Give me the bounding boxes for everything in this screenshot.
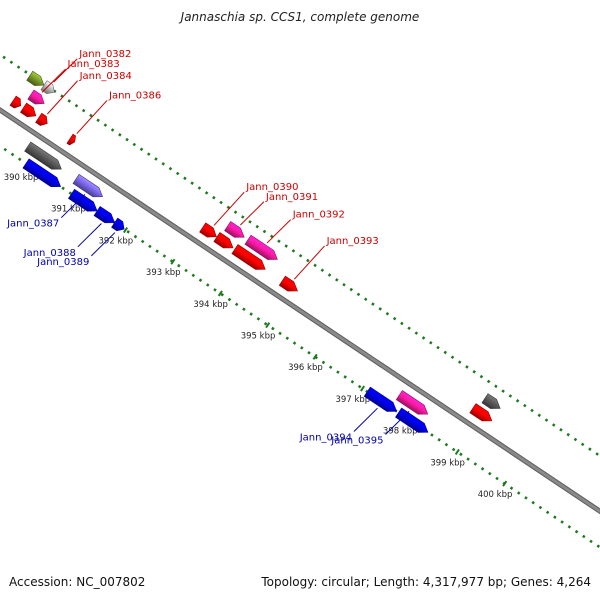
- gene-feature-pink_a[interactable]: [27, 89, 47, 108]
- gene-feature-red_h[interactable]: [469, 403, 495, 426]
- gene-label-Jann_0391[interactable]: Jann_0391: [265, 192, 318, 203]
- scale-tick-395: [265, 322, 271, 329]
- scale-label-400: 400 kbp: [478, 490, 513, 500]
- scale-label-394: 394 kbp: [193, 300, 228, 310]
- leader-line-Jann_0384: [47, 80, 78, 115]
- gene-feature-pink_c[interactable]: [244, 234, 281, 264]
- scale-label-399: 399 kbp: [430, 458, 465, 468]
- scale-tick-393: [170, 258, 176, 265]
- scale-label-391: 391 kbp: [51, 205, 86, 215]
- gene-label-Jann_0392[interactable]: Jann_0392: [292, 210, 345, 221]
- gene-feature-blue_d[interactable]: [111, 217, 128, 233]
- leader-line-Jann_0388: [77, 223, 102, 248]
- gene-feature-red_f[interactable]: [231, 244, 268, 273]
- gene-feature-red_b[interactable]: [35, 112, 51, 128]
- leader-line-Jann_0389: [90, 232, 116, 257]
- gene-label-Jann_0389[interactable]: Jann_0389: [36, 257, 89, 268]
- gene-label-Jann_0382[interactable]: Jann_0382: [78, 49, 131, 60]
- genome-backbone: [0, 108, 600, 514]
- gene-feature-red_g[interactable]: [278, 275, 300, 295]
- gene-feature-red_a[interactable]: [20, 102, 38, 120]
- scale-tick-392: [123, 226, 129, 234]
- gene-feature-red_c[interactable]: [66, 133, 78, 146]
- gene-feature-olive_a[interactable]: [26, 70, 47, 90]
- gene-feature-lav_a[interactable]: [72, 173, 106, 201]
- scale-tick-399: [454, 448, 460, 455]
- scale-label-396: 396 kbp: [288, 363, 323, 373]
- gene-feature-pink_d[interactable]: [395, 390, 431, 419]
- scale-tick-396: [312, 353, 318, 360]
- gene-label-Jann_0394[interactable]: Jann_0394: [299, 432, 352, 443]
- accession-text: Accession: NC_007802: [9, 575, 146, 589]
- leader-line-Jann_0392: [266, 219, 292, 244]
- leader-line-Jann_0386: [76, 100, 108, 135]
- scale-label-395: 395 kbp: [241, 332, 276, 342]
- lower-dotted-guide: [0, 144, 600, 549]
- scale-tick-400: [502, 480, 508, 487]
- leader-line-Jann_0382: [53, 58, 78, 83]
- gene-feature-blue_a[interactable]: [22, 158, 64, 191]
- gene-label-Jann_0384[interactable]: Jann_0384: [79, 71, 132, 82]
- scale-tick-394: [217, 290, 223, 297]
- gene-feature-dgray_b[interactable]: [481, 393, 503, 413]
- leader-line-Jann_0393: [293, 245, 325, 280]
- gene-label-Jann_0388[interactable]: Jann_0388: [23, 248, 76, 259]
- map-title: Jannaschia sp. CCS1, complete genome: [180, 10, 420, 24]
- gene-feature-dgray_a[interactable]: [24, 141, 65, 174]
- gene-label-Jann_0390[interactable]: Jann_0390: [245, 182, 298, 193]
- gene-feature-red_0[interactable]: [9, 95, 24, 110]
- leader-line-Jann_0394: [353, 407, 378, 432]
- gene-feature-blue_f[interactable]: [395, 407, 431, 437]
- gene-label-Jann_0386[interactable]: Jann_0386: [108, 90, 161, 101]
- gene-feature-pink_b[interactable]: [224, 221, 248, 242]
- gene-label-Jann_0383[interactable]: Jann_0383: [67, 59, 120, 70]
- leader-line-Jann_0391: [239, 201, 265, 226]
- genome-summary-text: Topology: circular; Length: 4,317,977 bp…: [261, 575, 591, 589]
- gene-feature-blue_b[interactable]: [68, 188, 100, 215]
- upper-dotted-guide: [0, 53, 600, 458]
- gene-feature-blue_c[interactable]: [93, 206, 118, 227]
- scale-label-393: 393 kbp: [146, 268, 181, 278]
- gene-feature-blue_e[interactable]: [363, 386, 400, 416]
- leader-line-Jann_0383: [41, 68, 66, 93]
- gene-label-Jann_0387[interactable]: Jann_0387: [6, 219, 59, 230]
- scale-label-397: 397 kbp: [336, 395, 371, 405]
- leader-line-Jann_0387: [60, 194, 86, 219]
- gene-feature-red_d[interactable]: [199, 222, 220, 241]
- scale-label-398: 398 kbp: [383, 427, 418, 437]
- scale-tick-397: [360, 385, 366, 392]
- gene-label-Jann_0393[interactable]: Jann_0393: [326, 236, 379, 247]
- scale-label-390: 390 kbp: [4, 173, 39, 183]
- leader-line-Jann_0390: [213, 191, 245, 226]
- leader-line-Jann_0395: [385, 410, 410, 435]
- gene-label-Jann_0395[interactable]: Jann_0395: [330, 436, 383, 447]
- gene-feature-red_e[interactable]: [213, 232, 236, 252]
- scale-label-392: 392 kbp: [99, 236, 134, 246]
